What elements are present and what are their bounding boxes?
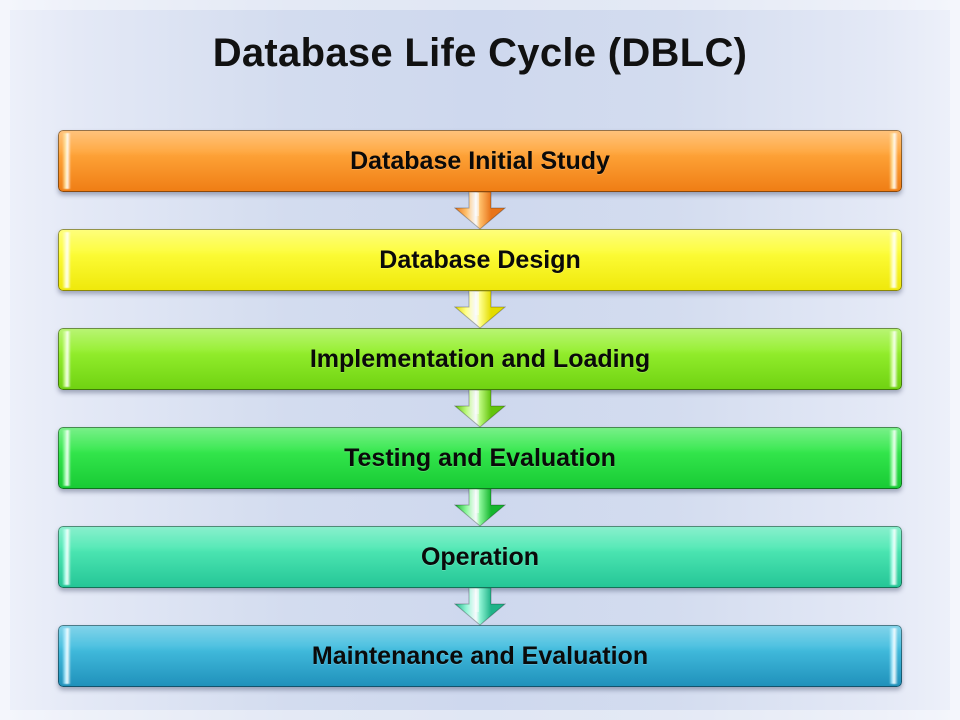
process-step-2: Database Design [58,229,902,329]
process-step-3: Implementation and Loading [58,328,902,428]
flow-arrow-down-icon [454,588,506,626]
step-label: Database Initial Study [350,146,610,175]
step-bar-fill [58,229,902,291]
process-step-6: Maintenance and Evaluation [58,625,902,687]
step-bar-fill [58,526,902,588]
flow-arrow-down-icon [454,489,506,527]
process-flow-diagram: Database Initial Study Database Design [58,130,902,687]
step-label: Testing and Evaluation [344,443,616,472]
step-label: Implementation and Loading [309,344,651,373]
step-bar-database-design[interactable]: Database Design [58,229,902,291]
step-bar-maintenance-and-evaluation[interactable]: Maintenance and Evaluation [58,625,902,687]
step-bar-testing-and-evaluation[interactable]: Testing and Evaluation [58,427,902,489]
step-bar-fill [58,427,902,489]
page-title: Database Life Cycle (DBLC) [212,31,748,75]
step-label: Maintenance and Evaluation [311,641,649,670]
step-bar-fill [58,130,902,192]
step-label: Operation [420,542,540,571]
process-step-1: Database Initial Study [58,130,902,230]
step-bar-fill [58,625,902,687]
process-step-5: Operation [58,526,902,626]
step-bar-fill [58,328,902,390]
step-bar-operation[interactable]: Operation [58,526,902,588]
step-bar-implementation-and-loading[interactable]: Implementation and Loading [58,328,902,390]
flow-arrow-down-icon [454,390,506,428]
flow-arrow-down-icon [454,192,506,230]
step-label: Database Design [379,245,581,274]
process-step-4: Testing and Evaluation [58,427,902,527]
flow-arrow-down-icon [454,291,506,329]
step-bar-database-initial-study[interactable]: Database Initial Study [58,130,902,192]
